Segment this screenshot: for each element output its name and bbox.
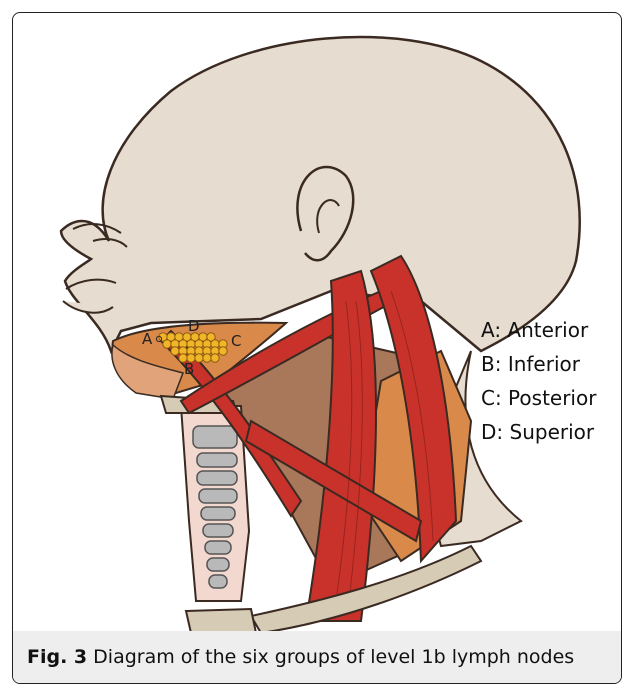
legend-item-superior: D: Superior: [481, 415, 596, 449]
lymph-node: [163, 340, 171, 348]
legend-item-posterior: C: Posterior: [481, 381, 596, 415]
marker-d: D: [188, 317, 200, 335]
figure-label: Fig. 3: [27, 646, 87, 668]
lymph-node: [195, 354, 203, 362]
marker-a: A: [142, 330, 153, 348]
lymph-node: [171, 347, 179, 355]
lymph-node: [203, 354, 211, 362]
marker-b: B: [184, 360, 194, 378]
marker-c: C: [231, 332, 241, 350]
caption-text: Diagram of the six groups of level 1b ly…: [93, 646, 574, 668]
legend: A: Anterior B: Inferior C: Posterior D: …: [481, 313, 596, 449]
legend-item-inferior: B: Inferior: [481, 347, 596, 381]
figure-frame: A D C B A: Anterior B: Inferior C: Poste…: [12, 12, 622, 684]
figure-caption: Fig. 3 Diagram of the six groups of level…: [13, 631, 621, 683]
legend-item-anterior: A: Anterior: [481, 313, 596, 347]
sternum: [186, 609, 256, 633]
lymph-node: [219, 347, 227, 355]
lymph-node: [211, 354, 219, 362]
